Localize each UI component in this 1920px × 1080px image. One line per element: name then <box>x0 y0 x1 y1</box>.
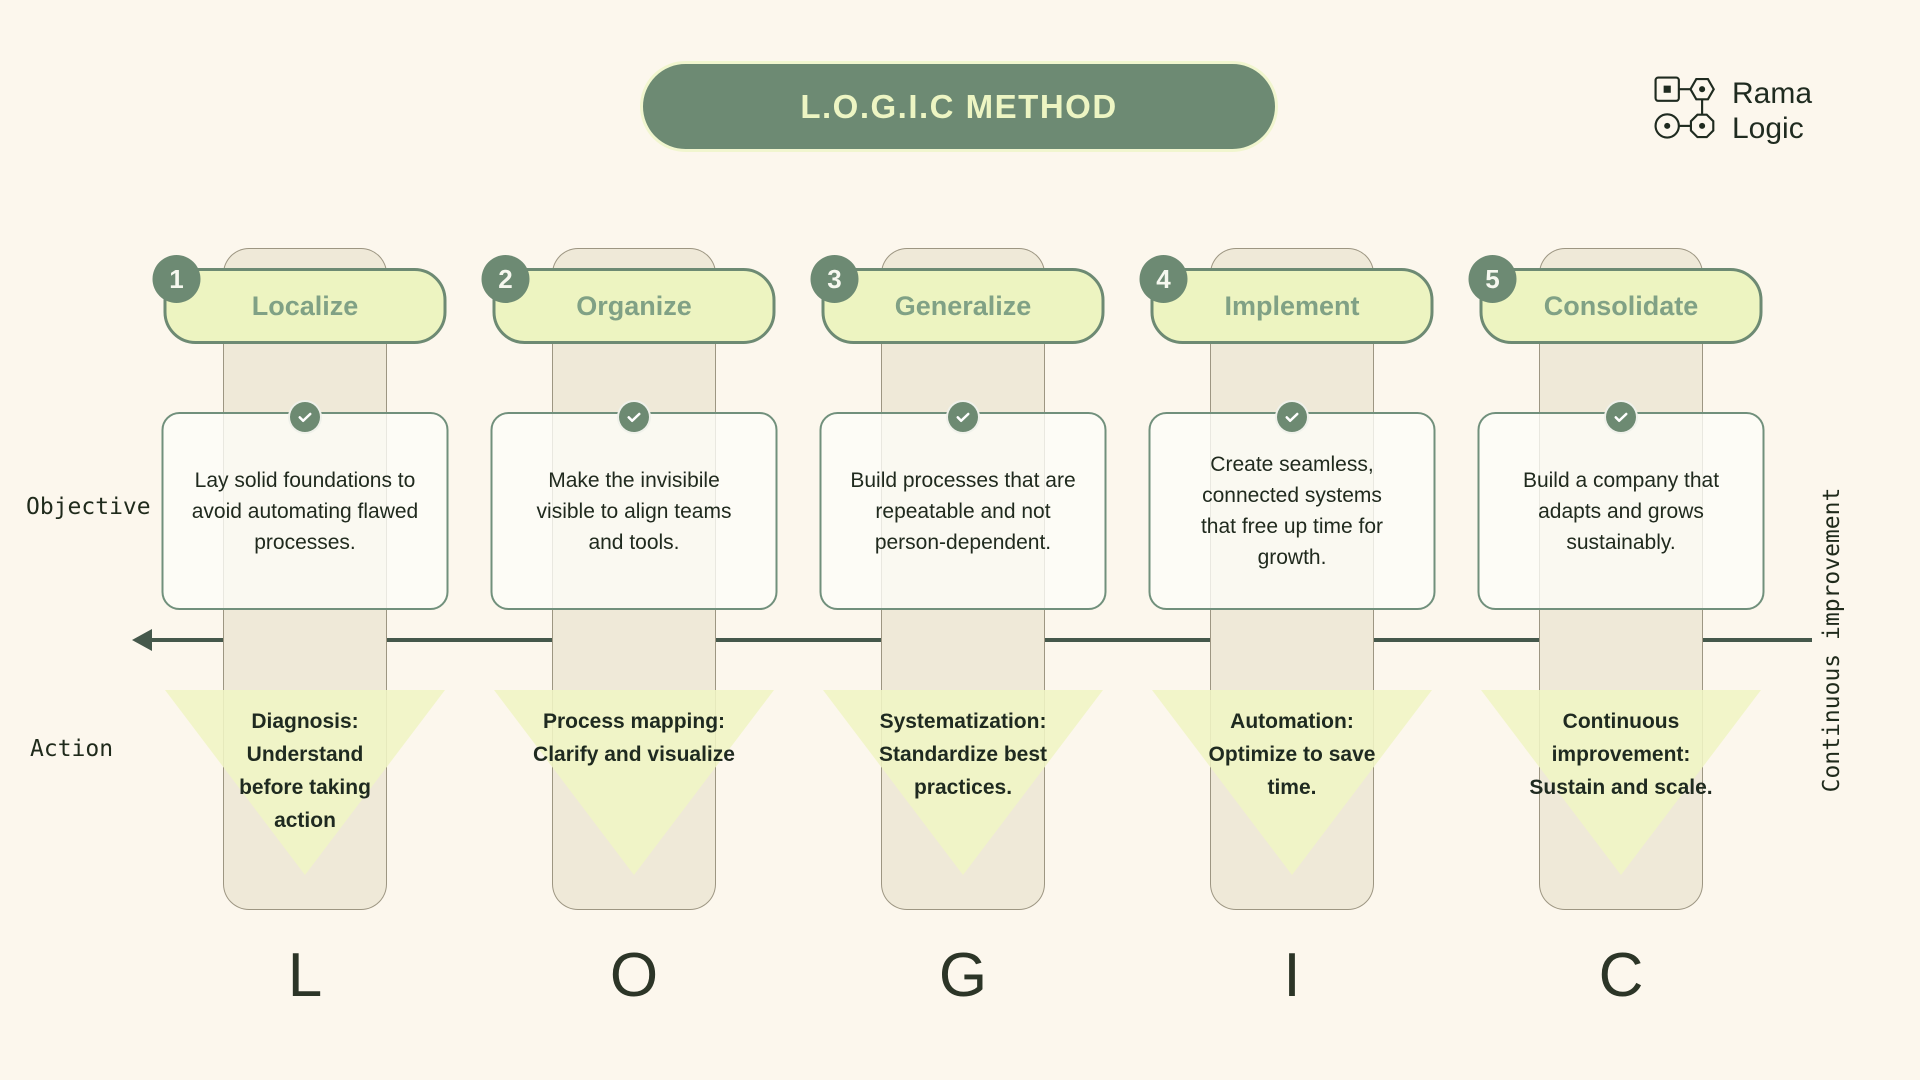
step-name: Implement <box>1224 290 1360 321</box>
step-number-badge: 3 <box>810 255 859 303</box>
step-name: Consolidate <box>1543 290 1699 321</box>
step-header: 2 Organize <box>481 255 776 344</box>
brand-name: Rama Logic <box>1732 76 1812 146</box>
check-icon <box>946 400 980 434</box>
step-header: 4 Implement <box>1139 255 1434 344</box>
action-triangle-icon <box>823 690 1103 875</box>
continuous-improvement-label: Continuous improvement <box>1819 487 1845 793</box>
step-name: Localize <box>251 290 359 321</box>
check-icon <box>1604 400 1638 434</box>
step-number: 2 <box>498 263 513 294</box>
method-column-generalize: 3 Generalize Build processes that are re… <box>798 240 1128 1080</box>
step-number-badge: 2 <box>481 255 530 303</box>
brand-line2: Logic <box>1732 111 1804 145</box>
brand-logo: Rama Logic <box>1652 74 1812 147</box>
action-text: Automation: Optimize to save time. <box>1208 710 1376 799</box>
objective-text: Build a company that adapts and grows su… <box>1522 468 1720 554</box>
method-column-consolidate: 5 Consolidate Build a company that adapt… <box>1456 240 1786 1080</box>
action-row-label: Action <box>30 736 114 762</box>
objective-text: Make the invisibile visible to align tea… <box>536 468 732 554</box>
action-triangle-icon <box>1152 690 1432 875</box>
step-number: 4 <box>1156 263 1171 294</box>
page-title: L.O.G.I.C METHOD <box>800 87 1118 125</box>
step-number-badge: 5 <box>1468 255 1517 303</box>
objective-card: Create seamless, connected systems that … <box>1148 412 1436 610</box>
method-column-implement: 4 Implement Create seamless, connected s… <box>1127 240 1457 1080</box>
rama-logic-network-icon <box>1652 74 1720 147</box>
objective-card: Build a company that adapts and grows su… <box>1477 412 1765 610</box>
brand-line1: Rama <box>1732 76 1813 110</box>
objective-card: Lay solid foundations to avoid automatin… <box>161 412 449 610</box>
step-number-badge: 4 <box>1139 255 1188 303</box>
check-icon <box>288 400 322 434</box>
step-name: Organize <box>576 290 692 321</box>
acronym-letter: O <box>609 941 659 1010</box>
action-text: Process mapping: Clarify and visualize <box>533 710 735 766</box>
check-icon <box>617 400 651 434</box>
action-text: Continuous improvement: Sustain and scal… <box>1529 710 1713 799</box>
action-text: Diagnosis: Understand before taking acti… <box>239 710 371 832</box>
method-title-pill: L.O.G.I.C METHOD <box>640 61 1278 152</box>
acronym-letter: G <box>938 941 988 1010</box>
objective-card: Build processes that are repeatable and … <box>819 412 1107 610</box>
objective-row-label: Objective <box>26 494 151 520</box>
method-column-localize: 1 Localize Lay solid foundations to avoi… <box>140 240 470 1080</box>
step-header: 1 Localize <box>152 255 447 344</box>
step-header: 5 Consolidate <box>1468 255 1763 344</box>
action-triangle-icon <box>165 690 445 875</box>
acronym-letter: C <box>1598 941 1644 1010</box>
objective-text: Create seamless, connected systems that … <box>1200 453 1384 569</box>
action-text: Systematization: Standardize best practi… <box>878 710 1048 799</box>
step-number: 5 <box>1485 263 1500 294</box>
step-number: 1 <box>169 263 184 294</box>
arrow-left-icon <box>132 629 152 651</box>
step-header: 3 Generalize <box>810 255 1105 344</box>
acronym-letter: I <box>1283 941 1301 1010</box>
objective-card: Make the invisibile visible to align tea… <box>490 412 778 610</box>
objective-text: Build processes that are repeatable and … <box>850 468 1076 554</box>
acronym-letter: L <box>287 941 323 1010</box>
check-icon <box>1275 400 1309 434</box>
action-triangle-icon <box>1481 690 1761 875</box>
method-column-organize: 2 Organize Make the invisibile visible t… <box>469 240 799 1080</box>
objective-text: Lay solid foundations to avoid automatin… <box>191 468 419 554</box>
step-name: Generalize <box>894 290 1032 321</box>
action-triangle-icon <box>494 690 774 875</box>
step-number-badge: 1 <box>152 255 201 303</box>
step-number: 3 <box>827 263 842 294</box>
